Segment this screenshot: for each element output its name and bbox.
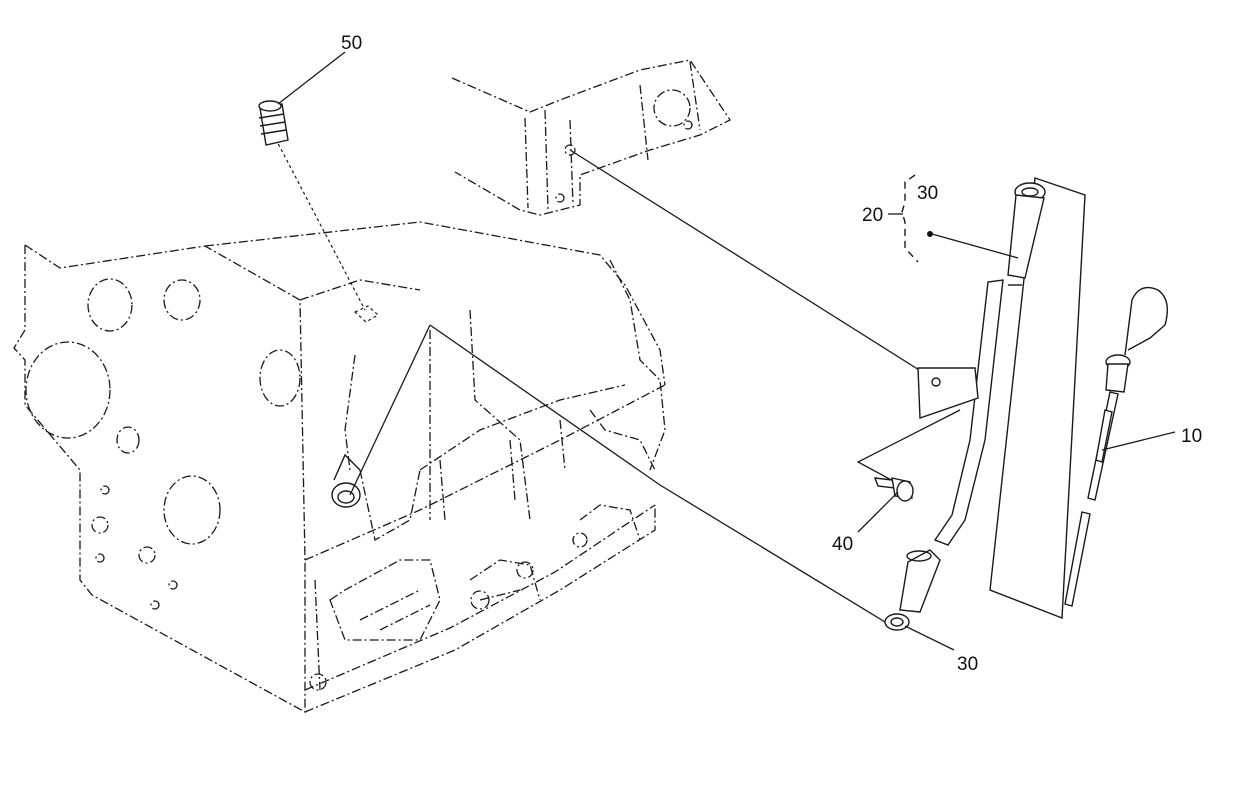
block-plug: [516, 561, 534, 579]
tube-panel: [989, 177, 1086, 620]
bracket-20-group: [888, 174, 1019, 263]
tube-bracket: [917, 367, 979, 419]
block-bore-small: [116, 426, 140, 454]
leader-50: [277, 51, 346, 105]
assembly-lines: [269, 127, 961, 629]
block-bore: [87, 278, 133, 332]
callout-10: 10: [1181, 426, 1202, 447]
callout-40: 40: [832, 534, 853, 555]
block-plug: [470, 590, 490, 610]
bracket-bolt-hole: [564, 144, 576, 156]
housing-bore: [653, 89, 691, 127]
leader-bolt-to-bracket: [856, 409, 961, 483]
dipstick-bore: [331, 482, 361, 508]
block-bore: [163, 279, 201, 321]
callout-leaders: [277, 51, 1176, 651]
leader-bracket-to-hole: [569, 149, 936, 381]
plug-seat: [353, 305, 380, 323]
block-bore: [163, 475, 221, 545]
upper-housing: [451, 59, 731, 216]
leader-seal-to-block: [429, 324, 896, 629]
leader-30: [904, 625, 955, 651]
block-hole: [95, 553, 105, 563]
group-bracket: [901, 174, 919, 263]
block-plug: [309, 673, 327, 691]
callout-30-bottom: 30: [957, 654, 978, 675]
block-hole: [168, 580, 178, 590]
dipstick-handle: [1124, 286, 1168, 356]
dipstick-part-10: [1064, 286, 1168, 607]
block-plug: [572, 532, 588, 548]
block-hole: [150, 600, 160, 610]
callout-20: 20: [862, 205, 883, 226]
seal-ring-part-30: [884, 613, 910, 631]
tube-fitting: [899, 549, 941, 613]
block-hole: [100, 485, 110, 495]
block-hole: [91, 516, 109, 534]
engine-block: [13, 221, 666, 714]
callout-30-top: 30: [917, 183, 938, 204]
reference-dot: [927, 231, 933, 237]
block-bore: [259, 349, 301, 407]
bolt-part-40: [873, 477, 914, 502]
leader-40: [857, 491, 899, 533]
leader-10: [1101, 431, 1176, 451]
guide-tube-part-20: [899, 177, 1086, 620]
block-bore-large: [25, 341, 111, 439]
leader-plug-to-seat: [269, 127, 366, 311]
callout-50: 50: [341, 33, 362, 54]
block-hole: [138, 546, 156, 564]
plug-part-50: [258, 100, 289, 146]
